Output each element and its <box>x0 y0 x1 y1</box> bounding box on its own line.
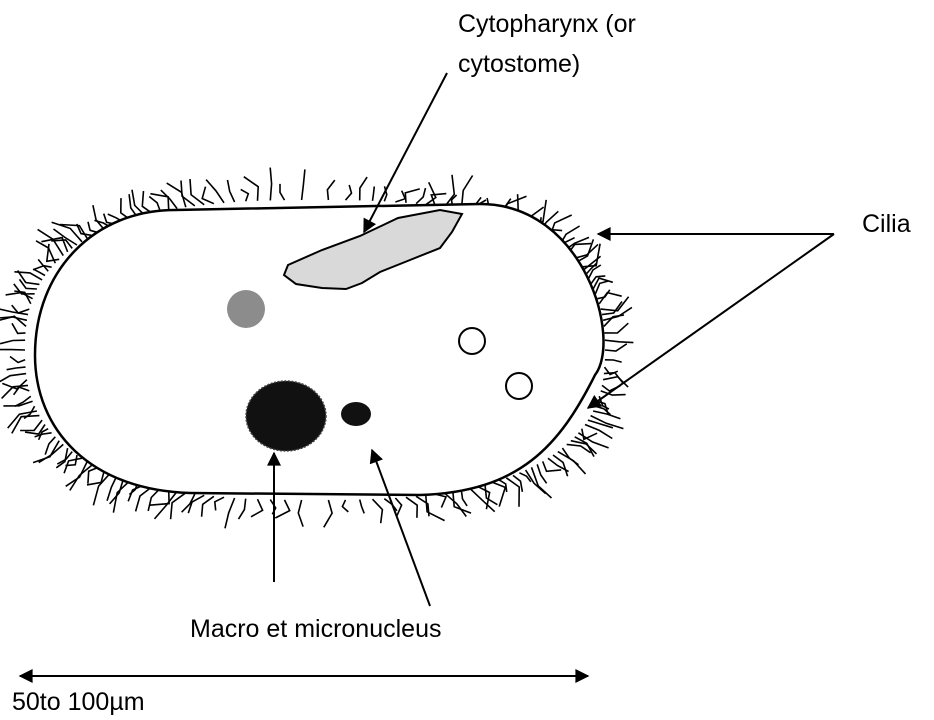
cilium <box>241 189 249 201</box>
contractile-vacuole-1 <box>459 328 485 354</box>
cilium <box>10 357 25 363</box>
cilium <box>202 496 214 516</box>
cilium <box>461 490 467 506</box>
cell-body <box>35 204 604 495</box>
cilium <box>280 184 285 200</box>
cilium <box>601 391 626 395</box>
cilium <box>444 175 454 207</box>
cilium <box>51 240 72 248</box>
cytopharynx-label-line2: cytostome) <box>458 50 580 78</box>
cilium <box>167 183 186 207</box>
cilium <box>346 185 352 200</box>
cilium <box>605 340 634 342</box>
cilium <box>225 498 235 528</box>
cilium <box>405 189 420 203</box>
cilium <box>593 278 613 289</box>
scale-label: 50to 100µm <box>12 688 145 716</box>
cilium <box>190 179 204 205</box>
cilium <box>526 470 546 494</box>
cilium <box>604 315 624 326</box>
cilium <box>93 205 105 230</box>
cilium <box>270 168 271 201</box>
cilium <box>302 169 305 200</box>
micronucleus <box>341 402 371 426</box>
cilium <box>20 420 42 430</box>
cilium <box>327 180 334 200</box>
cilia-pointer-bottom <box>588 234 834 408</box>
food-vacuole <box>227 290 265 328</box>
cilium <box>360 177 367 200</box>
cilium <box>148 488 160 511</box>
cilium <box>553 455 568 476</box>
macronucleus <box>246 381 326 451</box>
cilium <box>599 293 622 304</box>
cilium <box>605 344 627 351</box>
cilium <box>33 269 45 275</box>
cilium <box>2 380 27 389</box>
cilium <box>582 429 597 440</box>
cilium <box>182 494 195 512</box>
cilium <box>251 499 263 517</box>
cilium <box>373 187 375 201</box>
cilium <box>136 486 153 511</box>
cilium <box>406 497 417 518</box>
cilium <box>228 180 235 202</box>
cilium <box>601 297 629 311</box>
cilium <box>298 500 303 527</box>
cytopharynx-label-line1: Cytopharynx (or <box>458 10 636 38</box>
cilium <box>202 187 214 204</box>
cilium <box>70 464 93 490</box>
cilium <box>0 374 26 384</box>
cilium <box>485 484 497 504</box>
cilium <box>416 188 425 204</box>
cilium <box>87 470 104 485</box>
cilium <box>8 411 37 428</box>
cilium <box>395 191 405 202</box>
nuclei-label: Macro et micronucleus <box>190 615 441 643</box>
cilia-label: Cilia <box>862 210 911 238</box>
cilium <box>373 499 383 523</box>
cilium <box>0 340 25 344</box>
cilium <box>558 452 586 474</box>
contractile-vacuole-2 <box>506 373 532 399</box>
cilium <box>360 500 365 514</box>
cilium <box>435 494 446 508</box>
cilium <box>7 367 26 370</box>
cilium <box>444 493 466 517</box>
cilium <box>215 497 224 510</box>
cilium <box>605 360 622 362</box>
cilium <box>110 478 124 504</box>
cilium <box>324 500 332 527</box>
cilium <box>88 467 99 483</box>
cilium <box>206 180 224 203</box>
cilium <box>506 478 519 507</box>
cilium <box>275 500 289 518</box>
cilium <box>595 281 608 294</box>
cilium <box>239 499 246 519</box>
cilium <box>181 181 195 206</box>
cilium <box>244 177 258 201</box>
cilium <box>342 500 348 512</box>
cilium <box>605 323 629 333</box>
